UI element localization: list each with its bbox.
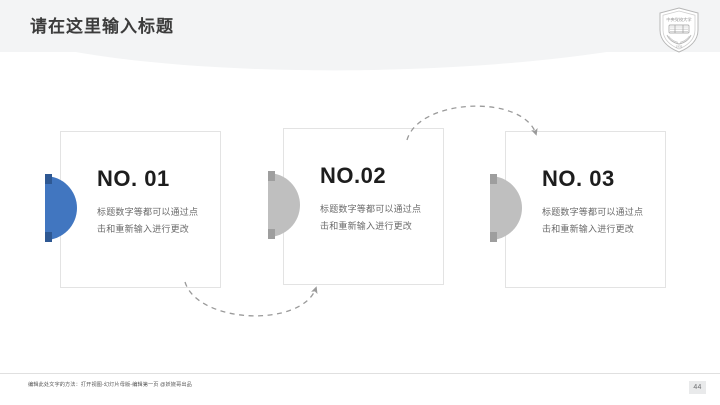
card-1-body-text: 标题数字等都可以通过点击和重新输入进行更改 bbox=[97, 207, 199, 234]
svg-text:中央党校大学: 中央党校大学 bbox=[666, 16, 691, 23]
card-2-tab-top bbox=[268, 171, 275, 181]
header-band-solid bbox=[0, 0, 720, 52]
page-number-badge: 44 bbox=[689, 381, 706, 394]
footer-divider bbox=[0, 373, 720, 374]
card-1-semicircle-accent bbox=[45, 176, 77, 240]
card-2-semicircle-accent bbox=[268, 173, 300, 237]
page-title: 请在这里输入标题 bbox=[30, 17, 174, 36]
card-1-tab-bottom bbox=[45, 232, 52, 242]
card-1-tab-top bbox=[45, 174, 52, 184]
card-no-01[interactable]: NO. 01 标题数字等都可以通过点击和重新输入进行更改 bbox=[45, 131, 221, 288]
card-3-number: NO. 03 bbox=[542, 166, 615, 191]
footer-note: 编辑此处文字的方法：打开视图-幻灯片母版-编辑第一页 @妖娆哥出品 bbox=[28, 382, 192, 388]
svg-text:1935: 1935 bbox=[676, 45, 683, 49]
card-1-number: NO. 01 bbox=[97, 166, 170, 191]
card-3-tab-bottom bbox=[490, 232, 497, 242]
card-2-number: NO.02 bbox=[320, 163, 387, 188]
card-3-tab-top bbox=[490, 174, 497, 184]
card-no-03[interactable]: NO. 03 标题数字等都可以通过点击和重新输入进行更改 bbox=[490, 131, 666, 288]
card-2-tab-bottom bbox=[268, 229, 275, 239]
card-3-body-text: 标题数字等都可以通过点击和重新输入进行更改 bbox=[542, 207, 644, 234]
card-3-semicircle-accent bbox=[490, 176, 522, 240]
card-no-02[interactable]: NO.02 标题数字等都可以通过点击和重新输入进行更改 bbox=[268, 128, 444, 285]
university-shield-emblem-icon: 中央党校大学 1935 bbox=[656, 6, 702, 54]
card-2-body-text: 标题数字等都可以通过点击和重新输入进行更改 bbox=[320, 204, 422, 231]
